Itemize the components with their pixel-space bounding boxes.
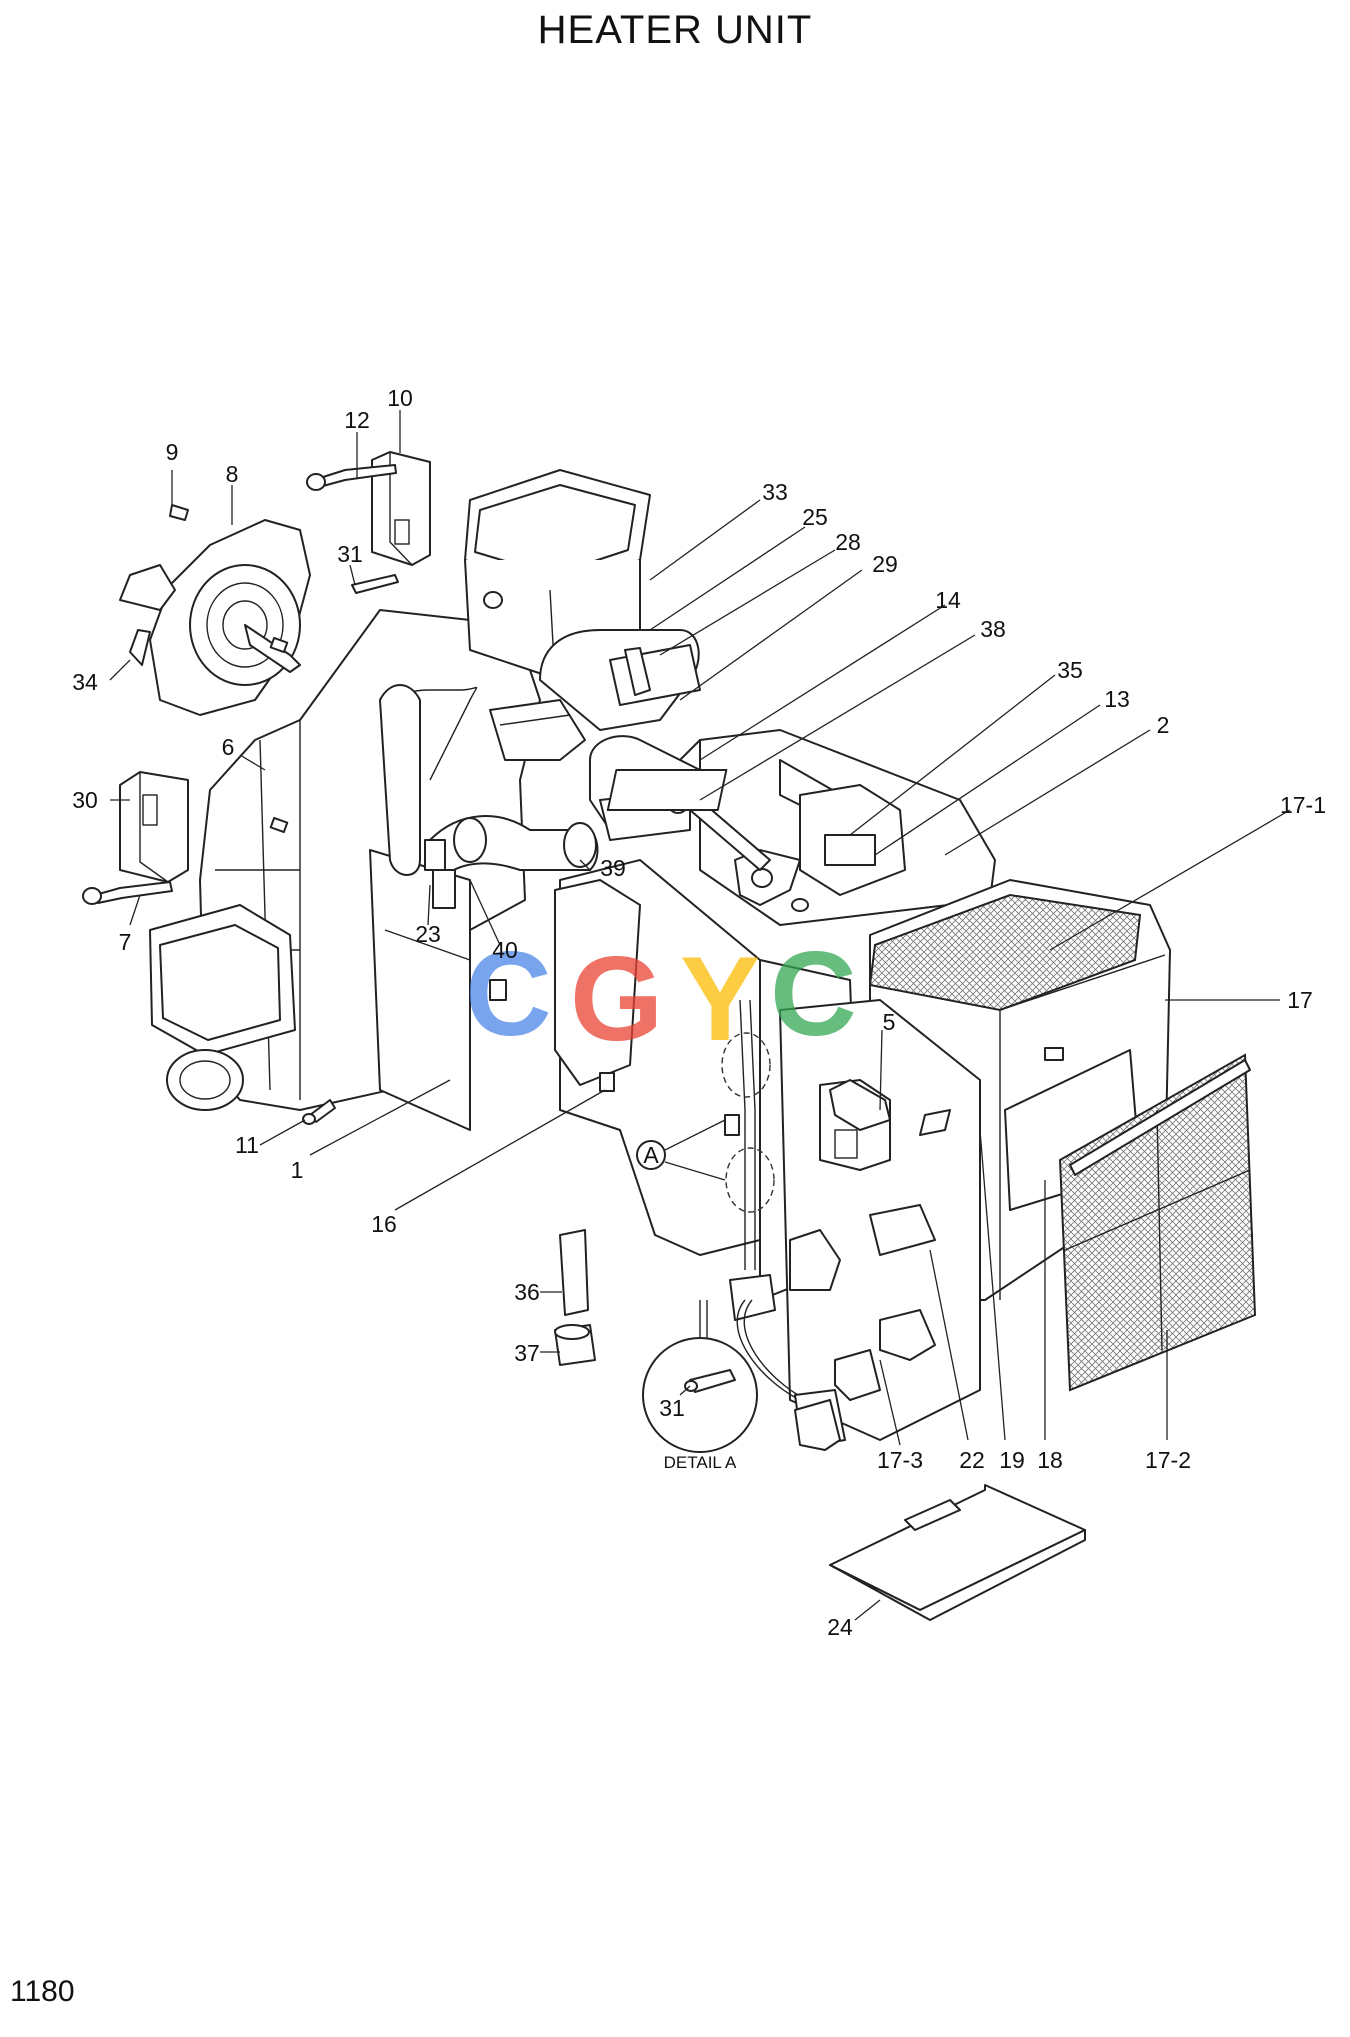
watermark-letter-y: Y [680,932,760,1066]
watermark-letter-g: G [570,932,663,1066]
main-housing [149,609,541,1131]
callout-33: 33 [762,479,788,505]
callout-19: 19 [999,1447,1025,1473]
page-title: HEATER UNIT [537,8,813,52]
leader-lines [109,410,1291,1621]
callout-30: 30 [72,787,98,813]
top-duct-box [464,469,651,681]
detail-a-caption: DETAIL A [664,1453,737,1472]
callout-12: 12 [344,407,370,433]
callout-24: 24 [827,1614,853,1640]
callout-37: 37 [514,1340,540,1366]
callout-18: 18 [1037,1447,1063,1473]
callout-11: 11 [235,1132,259,1158]
callout-31-detail: 31 [659,1395,685,1421]
callout-36: 36 [514,1279,540,1305]
callout-16: 16 [371,1211,397,1237]
upper-actuator [306,451,431,594]
callout-5: 5 [883,1009,896,1035]
callout-39: 39 [600,855,626,881]
callout-17-3: 17-3 [877,1447,923,1473]
callout-35: 35 [1057,657,1083,683]
callout-6: 6 [222,734,235,760]
screw [302,1099,336,1125]
callout-9: 9 [166,439,179,465]
callout-40: 40 [492,937,518,963]
page-number: 1180 [10,1975,75,2008]
callout-38: 38 [980,616,1006,642]
watermark: C G Y C [465,927,857,1066]
callout-17-1: 17-1 [1280,792,1326,818]
callout-34: 34 [72,669,98,695]
callout-23: 23 [415,921,441,947]
duct-plate [829,1484,1086,1621]
callout-31: 31 [337,541,363,567]
callout-1: 1 [291,1157,304,1183]
callout-8: 8 [226,461,239,487]
callout-17-2: 17-2 [1145,1447,1191,1473]
callout-28: 28 [835,529,861,555]
heater-core-housing [606,729,996,926]
left-actuator [82,771,189,905]
callout-29: 29 [872,551,898,577]
watermark-letter-c: C [465,927,552,1061]
watermark-letter-c2: C [770,927,857,1061]
callout-22: 22 [959,1447,985,1473]
callout-25: 25 [802,504,828,530]
detail-a-view: A DETAIL A [636,1140,758,1472]
callout-14: 14 [935,587,961,613]
drain-parts [554,1229,596,1366]
callout-13: 13 [1104,686,1130,712]
callout-10: 10 [387,385,413,411]
callout-17: 17 [1287,987,1313,1013]
lower-module [489,859,981,1451]
front-filter [1058,1053,1257,1392]
callout-2: 2 [1157,712,1170,738]
callouts: 10 12 9 8 31 34 6 30 7 33 25 28 29 14 38… [72,385,1326,1640]
blower-motor-cover [119,504,311,716]
callout-7: 7 [119,929,132,955]
detail-a-marker: A [643,1142,659,1168]
